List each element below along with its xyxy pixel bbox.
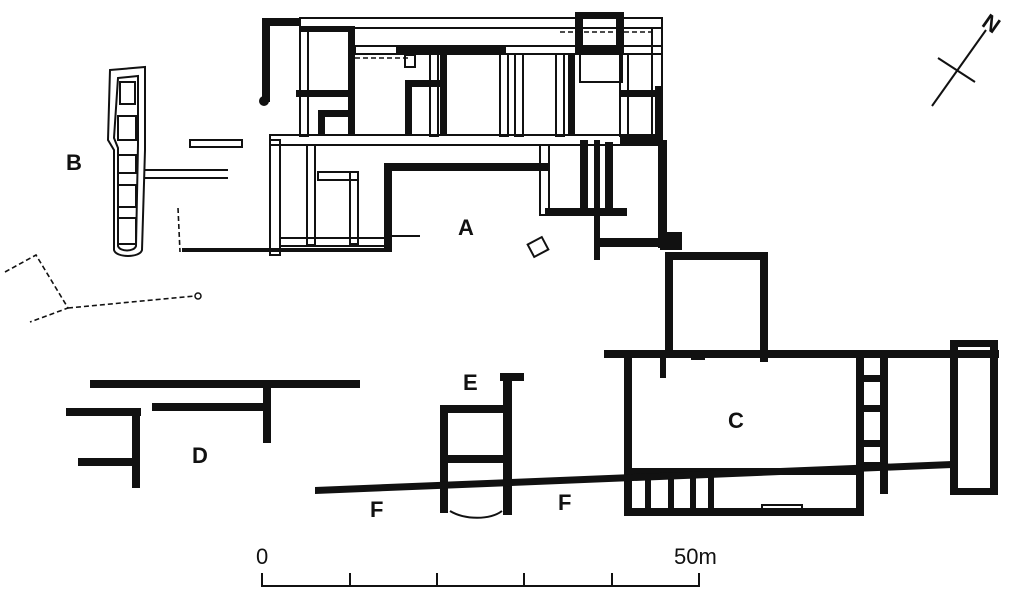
building-d	[66, 380, 360, 488]
label-a: A	[458, 215, 474, 240]
dashed-trace	[4, 253, 202, 323]
label-f2: F	[558, 490, 571, 515]
label-c: C	[728, 408, 744, 433]
label-e: E	[463, 370, 478, 395]
wall-f	[315, 461, 952, 494]
scale-bar: 0 50m	[256, 544, 717, 587]
building-b	[106, 65, 243, 257]
scale-end: 50m	[674, 544, 717, 569]
north-arrow: N	[931, 9, 1005, 107]
north-label: N	[978, 9, 1005, 39]
label-d: D	[192, 443, 208, 468]
building-e	[440, 373, 524, 519]
label-b: B	[66, 150, 82, 175]
building-a	[177, 12, 682, 260]
label-f1: F	[370, 497, 383, 522]
scale-start: 0	[256, 544, 268, 569]
